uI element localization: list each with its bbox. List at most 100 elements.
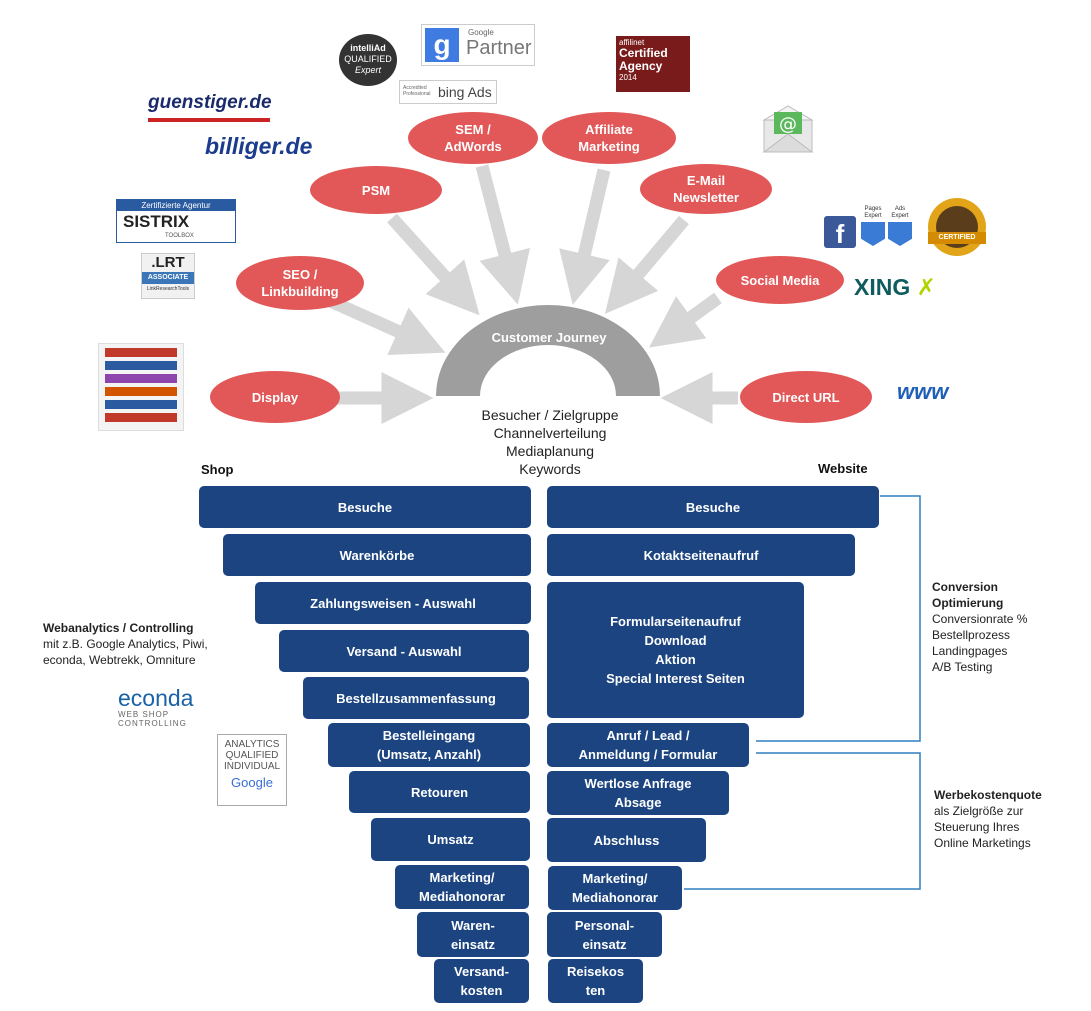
channel-direct: Direct URL <box>740 371 872 423</box>
channel-psm: PSM <box>310 166 442 214</box>
website-step-marketing: Marketing/ Mediahonorar <box>548 866 682 910</box>
shop-step-bestellzusammenfassung: Bestellzusammenfassung <box>303 677 529 719</box>
note-werbekosten-title: Werbekostenquote <box>934 788 1042 802</box>
website-step-formularseitenaufruf: Formularseitenaufruf Download Aktion Spe… <box>547 582 804 718</box>
center-line: Mediaplanung <box>506 443 594 459</box>
arrow-affiliate <box>559 168 611 305</box>
website-step-abschluss: Abschluss <box>547 818 706 862</box>
intelliad-logo: intelliAd QUALIFIED Expert <box>339 34 397 86</box>
lrt-logo: .LRT ASSOCIATE LinkResearchTools <box>141 253 195 299</box>
center-text: Besucher / Zielgruppe Channelverteilung … <box>440 406 660 478</box>
guenstiger-logo: guenstiger.de <box>148 88 272 122</box>
channel-affiliate: Affiliate Marketing <box>542 112 676 164</box>
affilinet-logo: affilinet Certified Agency 2014 <box>616 36 690 92</box>
lrt-b: ASSOCIATE <box>142 272 194 284</box>
affilinet-b: Certified Agency <box>619 46 668 73</box>
channel-arrows <box>318 164 738 424</box>
channel-email: E-Mail Newsletter <box>640 164 772 214</box>
pages-expert-badge: Pages Expert <box>860 206 886 250</box>
website-step-reisekosten: Reisekos ten <box>548 959 643 1003</box>
ads-expert-badge: Ads Expert <box>887 206 913 250</box>
center-line: Besucher / Zielgruppe <box>481 407 619 423</box>
center-line: Channelverteilung <box>493 425 607 441</box>
channel-social: Social Media <box>716 256 844 304</box>
note-line: als Zielgröße zur <box>934 804 1024 818</box>
affilinet-c: 2014 <box>619 73 637 82</box>
channel-seo: SEO / Linkbuilding <box>236 256 364 310</box>
shop-step-wareneinsatz: Waren- einsatz <box>417 912 529 957</box>
lrt-c: LinkResearchTools <box>146 286 190 292</box>
xing-text: XING <box>854 274 911 300</box>
affilinet-a: affilinet <box>619 38 645 47</box>
arrow-social <box>649 292 722 348</box>
note-webanalytics: Webanalytics / Controlling mit z.B. Goog… <box>43 620 233 668</box>
website-step-anruf-lead: Anruf / Lead / Anmeldung / Formular <box>547 723 749 767</box>
arrow-email <box>604 215 689 314</box>
www-globe-logo: www <box>897 379 949 404</box>
pages-expert-text: Pages Expert <box>864 206 882 219</box>
customer-journey-title: Customer Journey <box>491 330 607 345</box>
note-line: Landingpages <box>932 644 1008 658</box>
google-g-icon: g <box>425 28 459 62</box>
ads-expert-text: Ads Expert <box>891 206 909 219</box>
certified-text: CERTIFIED <box>928 232 986 244</box>
sistrix-logo: Zertifizierte Agentur SISTRIX TOOLBOX <box>116 199 236 243</box>
display-banners-image <box>98 343 184 431</box>
shop-step-versandkosten: Versand- kosten <box>434 959 529 1003</box>
badge-shield-icon <box>861 222 885 246</box>
arrow-seo <box>325 294 446 356</box>
shop-label: Shop <box>201 462 234 477</box>
arrow-psm <box>387 213 480 316</box>
brackets <box>684 495 921 890</box>
analytics-2: QUALIFIED <box>225 750 279 761</box>
note-line: Online Marketings <box>934 836 1031 850</box>
shop-step-retouren: Retouren <box>349 771 530 813</box>
certified-badge: CERTIFIED <box>928 198 986 256</box>
shop-step-zahlungsweisen: Zahlungsweisen - Auswahl <box>255 582 531 624</box>
center-line: Keywords <box>519 461 581 477</box>
bracket-werbekosten <box>684 752 921 890</box>
note-line: econda, Webtrekk, Omniture <box>43 653 196 667</box>
website-step-wertlose-anfrage: Wertlose Anfrage Absage <box>547 771 729 815</box>
billiger-logo: billiger.de <box>205 133 313 159</box>
gpartner-main: Partner <box>466 37 532 59</box>
xing-x-icon: ✗ <box>910 274 936 300</box>
bing-main: bing Ads <box>438 84 492 100</box>
bing-small: Accredited Professional <box>403 85 431 97</box>
google-analytics-badge: ANALYTICS QUALIFIED INDIVIDUAL Google <box>217 734 287 806</box>
analytics-3: INDIVIDUAL <box>223 761 281 772</box>
channel-display: Display <box>210 371 340 423</box>
sistrix-sub: TOOLBOX <box>165 233 194 239</box>
note-line: Conversionrate % <box>932 612 1028 626</box>
shop-step-besuche: Besuche <box>199 486 531 528</box>
sistrix-top: Zertifizierte Agentur <box>117 200 235 211</box>
website-step-besuche: Besuche <box>547 486 879 528</box>
lrt-a: .LRT <box>151 254 185 271</box>
econda-logo: econda WEB SHOP CONTROLLING <box>118 685 238 728</box>
customer-journey-arch <box>436 305 660 396</box>
shop-step-marketing: Marketing/ Mediahonorar <box>395 865 529 909</box>
badge-shield-icon <box>888 222 912 246</box>
bing-ads-logo: Accredited Professional bing Ads <box>399 80 497 104</box>
shop-step-bestelleingang: Bestelleingang (Umsatz, Anzahl) <box>328 723 530 767</box>
intelliad-2: QUALIFIED <box>344 54 392 64</box>
website-label: Website <box>818 461 868 476</box>
note-conversion: Conversion Optimierung Conversionrate % … <box>932 579 1082 675</box>
econda-main: econda <box>118 685 194 711</box>
facebook-icon: f <box>824 216 856 249</box>
shop-step-warenkoerbe: Warenkörbe <box>223 534 531 576</box>
analytics-4: Google <box>231 775 273 790</box>
analytics-1: ANALYTICS <box>224 739 280 750</box>
svg-text:@: @ <box>779 114 797 135</box>
intelliad-3: Expert <box>354 65 381 75</box>
xing-logo: XING ✗ <box>854 272 940 302</box>
shop-step-versand: Versand - Auswahl <box>279 630 529 672</box>
note-werbekosten: Werbekostenquote als Zielgröße zur Steue… <box>934 787 1084 851</box>
intelliad-1: intelliAd <box>350 43 386 53</box>
website-step-personaleinsatz: Personal- einsatz <box>547 912 662 957</box>
sistrix-main: SISTRIX <box>123 212 190 231</box>
gpartner-small: Google <box>468 28 494 37</box>
google-partner-logo: g Google Partner <box>421 24 535 66</box>
email-envelope-icon: @ <box>762 105 814 153</box>
